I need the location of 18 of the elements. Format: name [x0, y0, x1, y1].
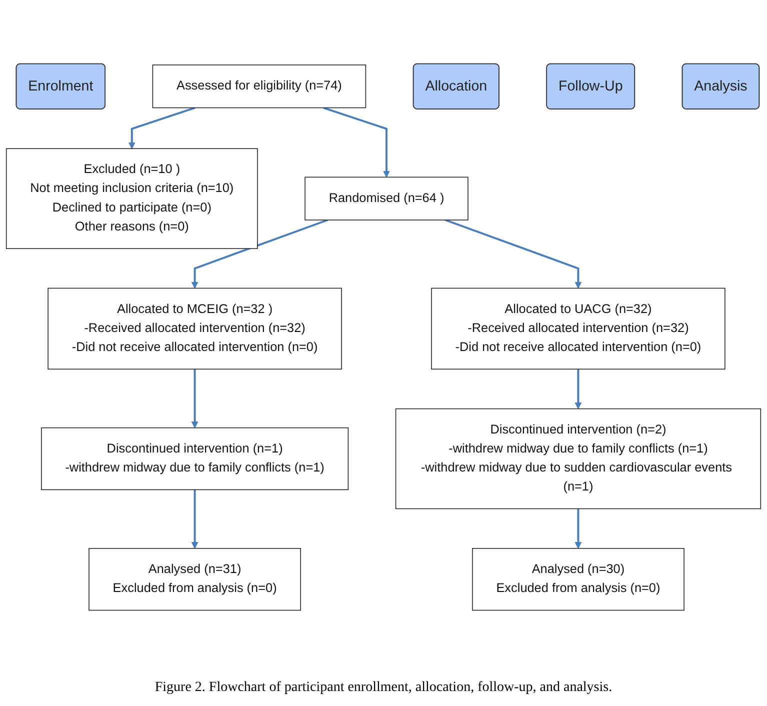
arrow — [191, 369, 198, 428]
node-box: Allocated to MCEIG (n=32 ) -Received allocated intervention (n=32) -Did not receive allocated intervention (n=0) — [48, 288, 342, 370]
arrow — [191, 490, 198, 549]
node-box: Excluded (n=10 ) Not meeting inclusion criteria (n=10) Declined to participate (n=0) Other reasons (n=0) — [6, 148, 258, 249]
arrow — [574, 369, 582, 410]
arrow — [128, 106, 196, 149]
figure-caption: Figure 2. Flowchart of participant enrollment, allocation, follow-up, and analysis. — [154, 679, 612, 697]
node-box: Discontinued intervention (n=2) -withdrew midway due to family conflicts (n=1) -withdrew midway due to sudden cardiovascular events (n=1) — [395, 408, 762, 510]
arrow — [444, 219, 582, 289]
arrow — [191, 219, 328, 289]
arrow — [323, 106, 390, 178]
node-box: Allocated to UACG (n=32) -Received allocated intervention (n=32) -Did not receive allocated intervention (n=0) — [431, 288, 726, 370]
node-box: Analysed (n=31) Excluded from analysis (n=0) — [88, 548, 301, 611]
node-box: Discontinued intervention (n=1) -withdrew midway due to family conflicts (n=1) — [41, 427, 349, 490]
node-box: Analysed (n=30) Excluded from analysis (n=0) — [472, 548, 684, 611]
node-box: Assessed for eligibility (n=74) — [152, 64, 366, 108]
arrow — [574, 508, 582, 549]
node-box: Randomised (n=64 ) — [304, 176, 468, 220]
